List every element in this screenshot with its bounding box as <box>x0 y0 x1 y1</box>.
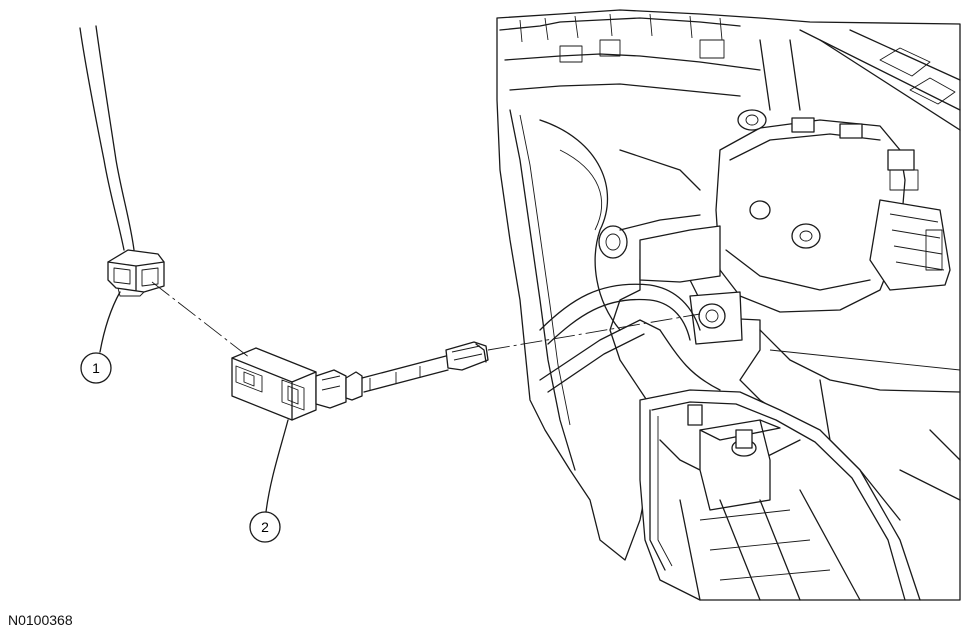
figure-reference-id: N0100368 <box>8 612 73 628</box>
lower-housing <box>639 389 921 601</box>
callout-2: 2 <box>249 511 281 543</box>
harness-connector <box>107 249 165 297</box>
actuator-motor <box>598 109 951 313</box>
callout-leaders <box>99 291 289 513</box>
callout-2-label: 2 <box>261 519 269 535</box>
sensor-connector <box>231 347 363 421</box>
mounting-bracket <box>689 291 743 345</box>
alignment-lines <box>151 281 701 359</box>
wiring-harness <box>79 25 135 251</box>
callout-1-label: 1 <box>92 360 100 376</box>
callout-1: 1 <box>80 352 112 384</box>
sensor-probe <box>361 341 489 393</box>
duct-tubes <box>539 283 721 393</box>
